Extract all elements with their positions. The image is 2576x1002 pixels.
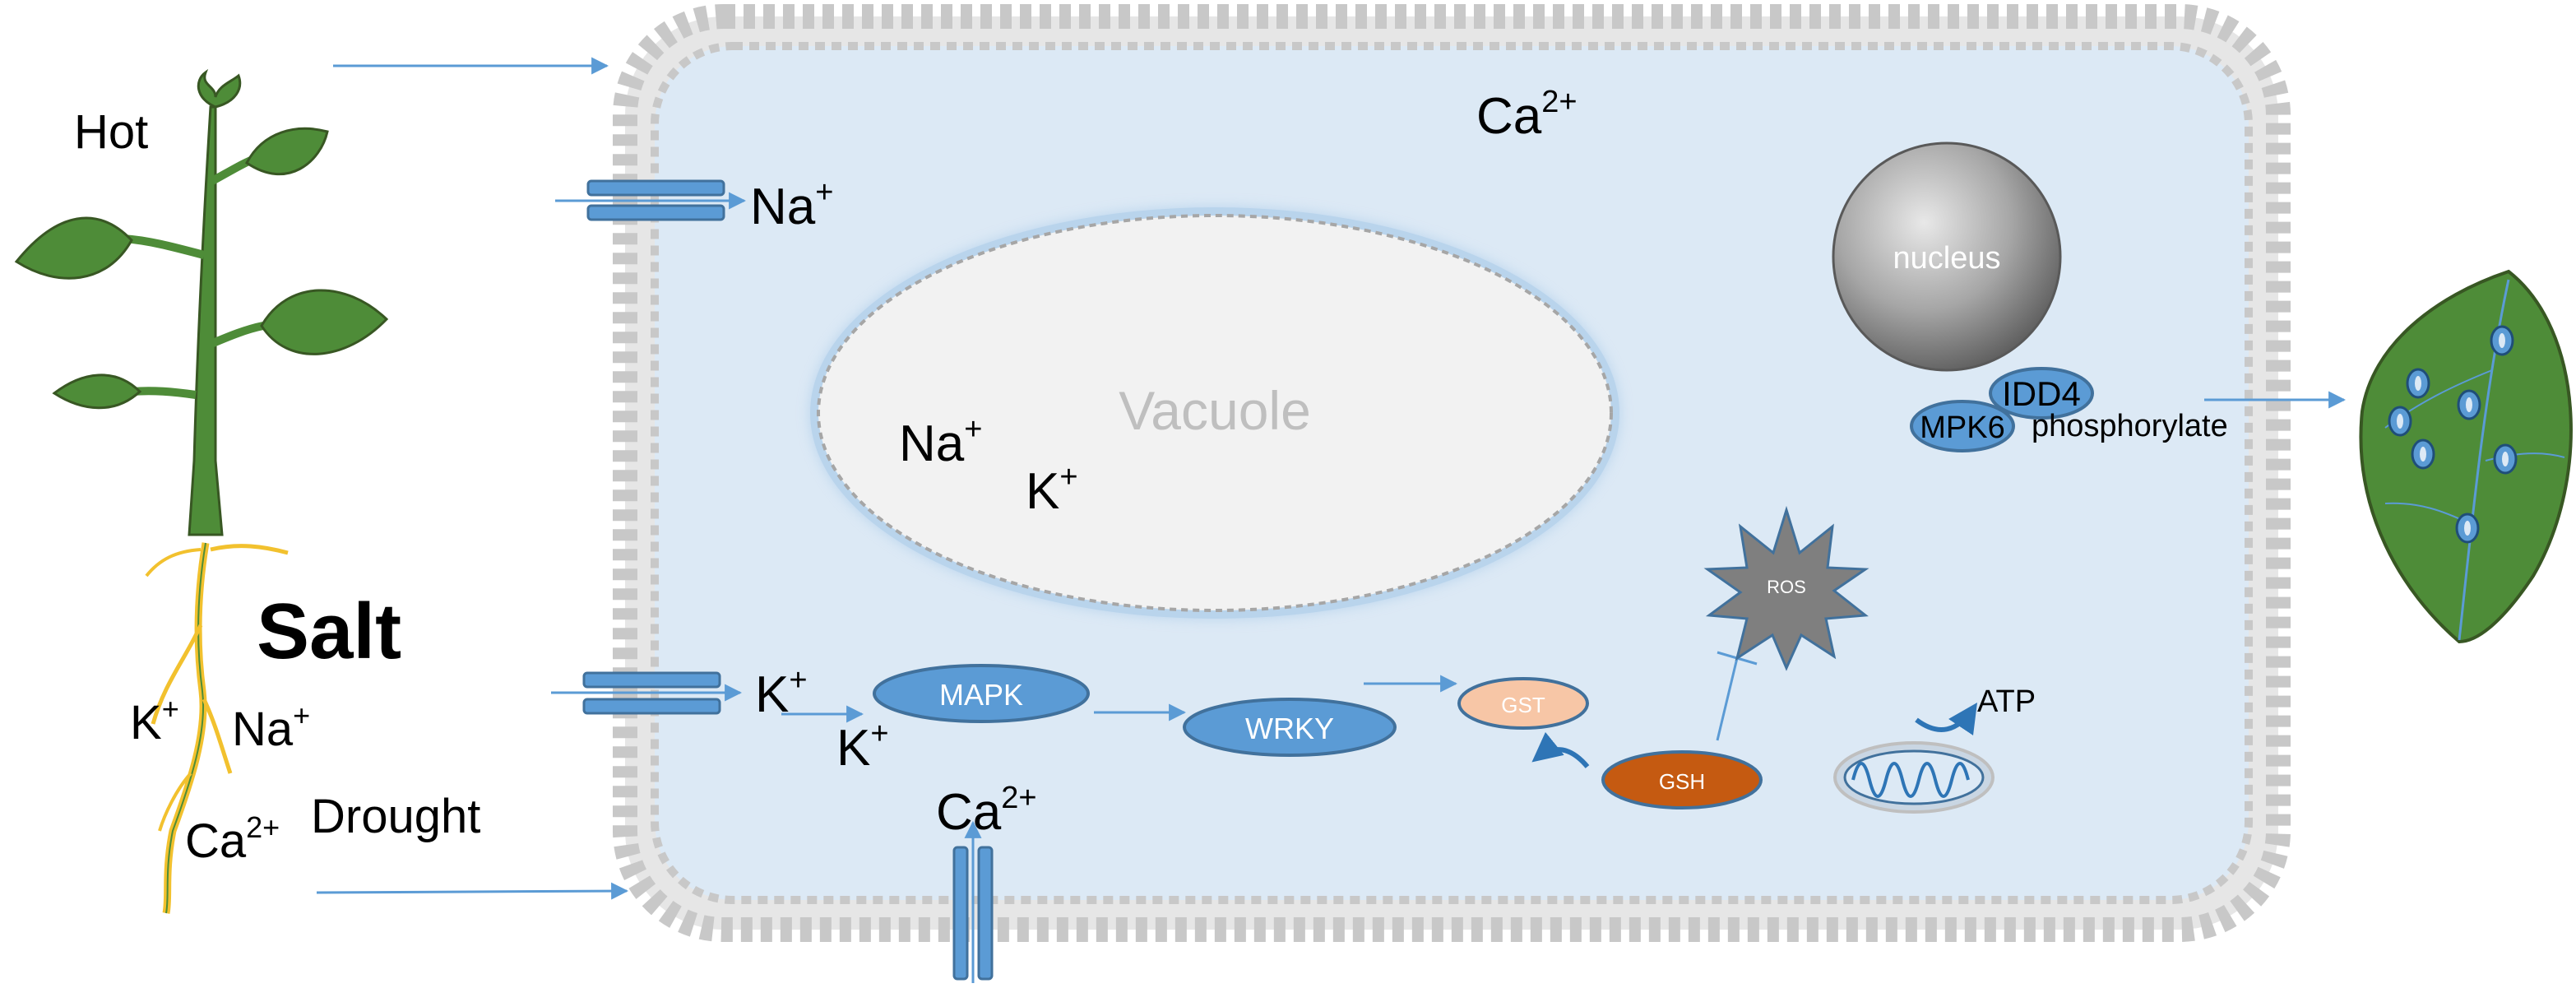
mapk-protein [873, 664, 1090, 723]
gst-protein [1457, 677, 1589, 730]
na-channel-label: Na+ [750, 175, 833, 235]
vacuole-k-label: K+ [1026, 460, 1078, 520]
leaf-with-stomata-icon [2359, 269, 2573, 644]
gsh-label: GSH [1659, 769, 1705, 794]
ros-star-icon [1703, 505, 1869, 671]
k-inside-label: K+ [836, 717, 889, 777]
ros-label: ROS [1767, 577, 1806, 597]
root-na-label: Na+ [232, 698, 310, 756]
mapk-label: MAPK [939, 678, 1023, 712]
nucleus-label: nucleus [1893, 241, 2001, 276]
hot-label: Hot [74, 105, 148, 159]
root-k-label: K+ [130, 692, 179, 749]
gsh-to-gst-arrow [1531, 731, 1590, 768]
wrky-label: WRKY [1245, 712, 1334, 745]
nucleus-icon [1832, 141, 2062, 372]
mpk6-protein [1910, 400, 2015, 452]
ca-cytoplasm-label: Ca2+ [1476, 85, 1578, 145]
k-channel-icon [551, 671, 743, 715]
ca-channel-icon [952, 820, 994, 983]
ca-channel-label: Ca2+ [936, 781, 1037, 841]
plant-icon [14, 68, 389, 914]
drought-label: Drought [311, 790, 480, 843]
drought-input-arrow [316, 882, 629, 900]
phosphorylate-label: phosphorylate [2032, 409, 2228, 443]
na-channel-icon [555, 179, 747, 221]
mpk6-label: MPK6 [1920, 411, 2004, 445]
mito-to-atp-arrow [1915, 703, 1977, 735]
gsh-protein [1601, 750, 1763, 809]
k-channel-label: K+ [755, 663, 808, 723]
salt-label: Salt [257, 587, 401, 675]
vacuole [810, 207, 1619, 619]
vacuole-label: Vacuole [1119, 380, 1311, 441]
gsh-inhibits-ros-line [1716, 657, 1739, 741]
mitochondrion-icon [1833, 741, 1995, 814]
wrky-protein [1183, 698, 1397, 757]
root-ca-label: Ca2+ [185, 810, 280, 868]
atp-label: ATP [1977, 684, 2036, 719]
gst-label: GST [1501, 693, 1545, 717]
vacuole-na-label: Na+ [899, 412, 982, 472]
idd4-label: IDD4 [2002, 374, 2081, 413]
idd4-protein [1989, 367, 2094, 420]
